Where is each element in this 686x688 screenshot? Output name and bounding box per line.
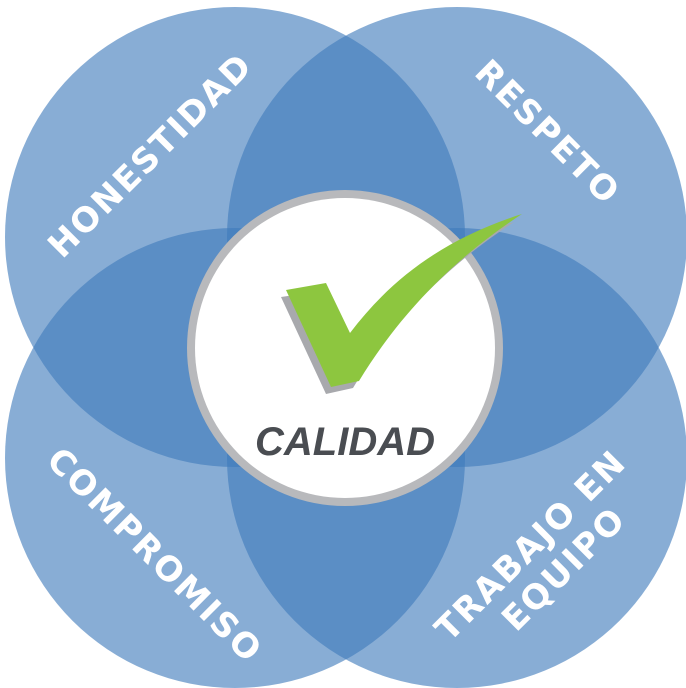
checkmark-shape [286,214,522,387]
center-label: CALIDAD [255,420,435,464]
center-badge: CALIDAD [187,190,522,506]
checkmark-icon [281,214,522,394]
